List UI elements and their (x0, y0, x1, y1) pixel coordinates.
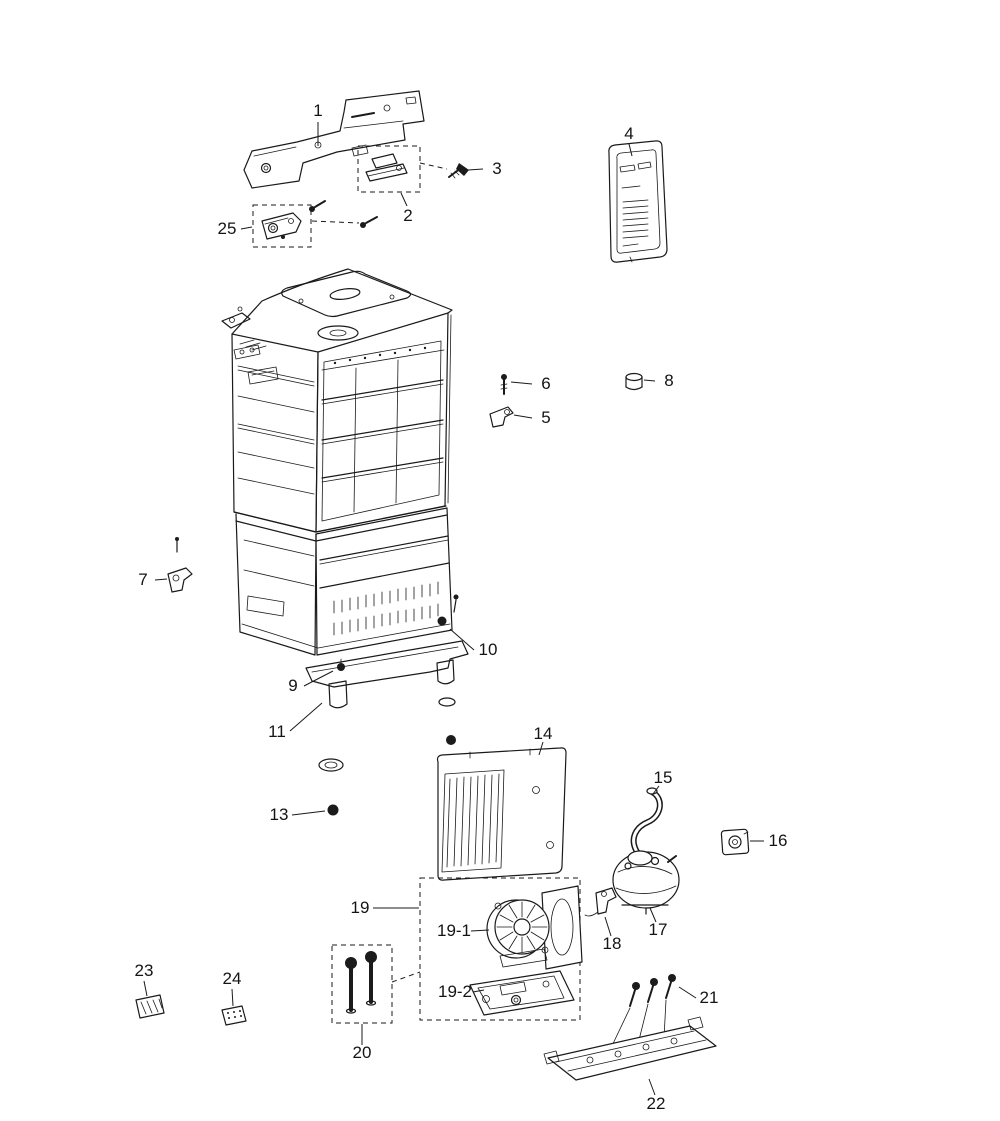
part-9-grommet (337, 658, 345, 671)
part-label-19: 19 (351, 898, 370, 917)
part-8-cap (625, 372, 643, 391)
part-14-evap-cover (436, 747, 567, 881)
part-label-4: 4 (624, 124, 633, 143)
part-1-top-bracket (243, 90, 425, 228)
part-label-20: 20 (353, 1043, 372, 1062)
part-6-screw (500, 374, 508, 395)
part-17-compressor (612, 850, 680, 915)
part-15-tube (630, 787, 663, 860)
part-label-3: 3 (492, 159, 501, 178)
part-11-support-bracket (305, 640, 469, 772)
part-16-relay-box (720, 828, 750, 856)
part-label-16: 16 (769, 831, 788, 850)
part-label-14: 14 (534, 724, 553, 743)
part-label-21: 21 (700, 988, 719, 1007)
part-5-clip (489, 406, 514, 428)
part-21-screws (609, 974, 676, 1051)
part-label-11: 11 (268, 722, 286, 741)
part-label-24: 24 (223, 969, 242, 988)
part-label-10: 10 (479, 640, 498, 659)
part-25-hinge-kit (252, 204, 360, 248)
part-24-plate (221, 1005, 247, 1026)
part-label-1: 1 (313, 101, 322, 120)
part-label-9: 9 (288, 676, 297, 695)
part-label-15: 15 (654, 768, 673, 787)
part-label-8: 8 (664, 371, 673, 390)
part-22-base-tray (543, 1016, 717, 1081)
part-20-bolt-kit (331, 944, 421, 1024)
cabinet-body (221, 268, 453, 656)
part-2-latch-kit (357, 145, 448, 193)
part-18-clamp (584, 887, 617, 917)
part-label-19-2: 19-2 (438, 982, 472, 1001)
part-label-7: 7 (138, 570, 147, 589)
part-13-grommet (327, 804, 339, 816)
part-label-25: 25 (218, 219, 237, 238)
part-3-screw (448, 163, 469, 179)
part-4-cover-panel (608, 140, 668, 263)
part-label-23: 23 (135, 961, 154, 980)
part-10-grommet (437, 594, 459, 626)
part-label-5: 5 (541, 408, 550, 427)
part-7-clip (167, 537, 193, 593)
part-label-19-1: 19-1 (437, 921, 471, 940)
part-labels: 1 2 3 4 5 6 7 8 9 10 11 13 14 15 16 17 1… (135, 101, 788, 1113)
part-label-13: 13 (270, 805, 289, 824)
part-19-condenser-assembly (419, 877, 583, 1021)
part-label-22: 22 (647, 1094, 666, 1113)
part-label-6: 6 (541, 374, 550, 393)
leader-lines (143, 122, 764, 1096)
part-label-18: 18 (603, 934, 622, 953)
part-23-plate (135, 994, 165, 1019)
part-label-17: 17 (649, 920, 668, 939)
part-label-2: 2 (403, 206, 412, 225)
